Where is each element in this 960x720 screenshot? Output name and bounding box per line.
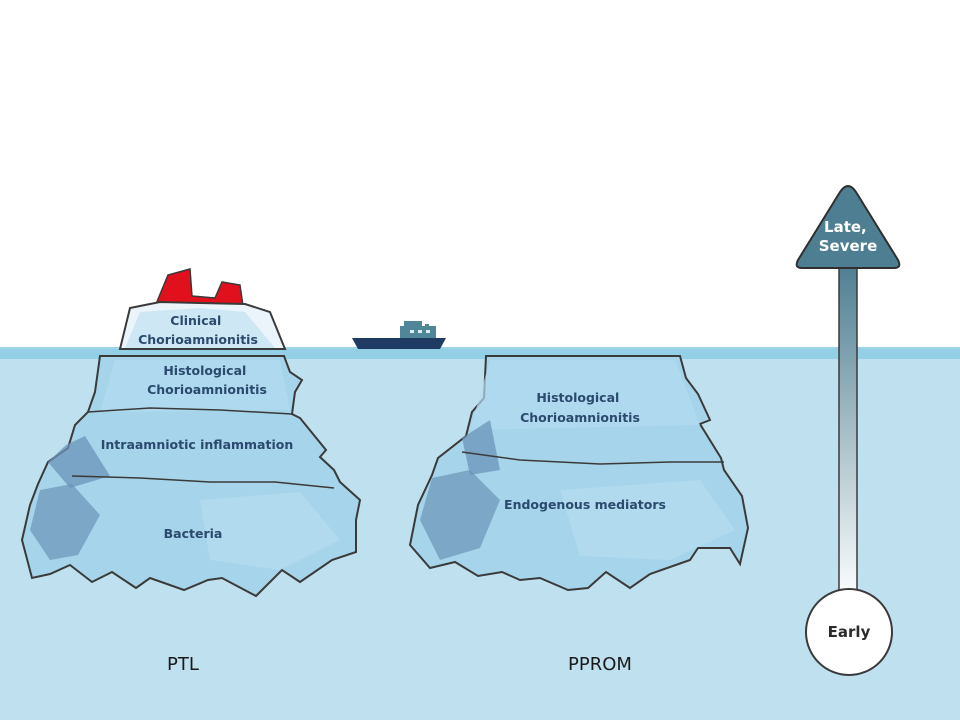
scale-arrowhead	[795, 184, 901, 269]
scale-shaft	[838, 261, 858, 603]
ptl-layer2-line2: Chorioamnionitis	[147, 382, 267, 397]
ptl-separator-1	[87, 407, 293, 415]
svg-text:Clinical Chorioamnioniti: Clinical Chorioamnionitis	[138, 313, 258, 347]
pprom-separator	[461, 451, 724, 465]
pprom-layer1-line2: Chorioamnionitis	[520, 410, 640, 425]
scale-top-line2: Severe	[819, 237, 878, 255]
pprom-layer2-label: Endogenous mediators	[504, 497, 666, 512]
severity-scale: Late, Severe Early	[795, 184, 901, 676]
pprom-caption: PPROM	[568, 654, 632, 675]
ptl-layer4-label: Bacteria	[164, 526, 223, 541]
ptl-layer1-line2: Chorioamnionitis	[138, 332, 258, 347]
ptl-layer2-line1: Histological	[163, 363, 246, 378]
ptl-separator-2	[71, 475, 335, 489]
svg-text:Histological Chorioamnio: Histological Chorioamnionitis	[520, 390, 640, 425]
ptl-red-tip	[154, 268, 244, 307]
svg-text:Histological Chorioamnio: Histological Chorioamnionitis	[147, 363, 267, 397]
pprom-layer1-line1: Histological	[536, 390, 619, 405]
ship-icon	[352, 321, 446, 349]
ptl-caption: PTL	[167, 654, 199, 675]
scale-bottom-circle	[805, 588, 893, 676]
ptl-iceberg: Clinical Chorioamnionitis Histological C…	[20, 268, 362, 598]
ptl-layer1-line1: Clinical	[170, 313, 221, 328]
pprom-iceberg: Histological Chorioamnionitis Endogenous…	[408, 355, 750, 592]
scale-top-line1: Late,	[824, 218, 867, 236]
svg-text:Late, Severe: Late, Severe	[819, 218, 878, 255]
scale-bottom-label: Early	[828, 623, 871, 641]
ptl-layer3-label: Intraamniotic inflammation	[101, 437, 294, 452]
